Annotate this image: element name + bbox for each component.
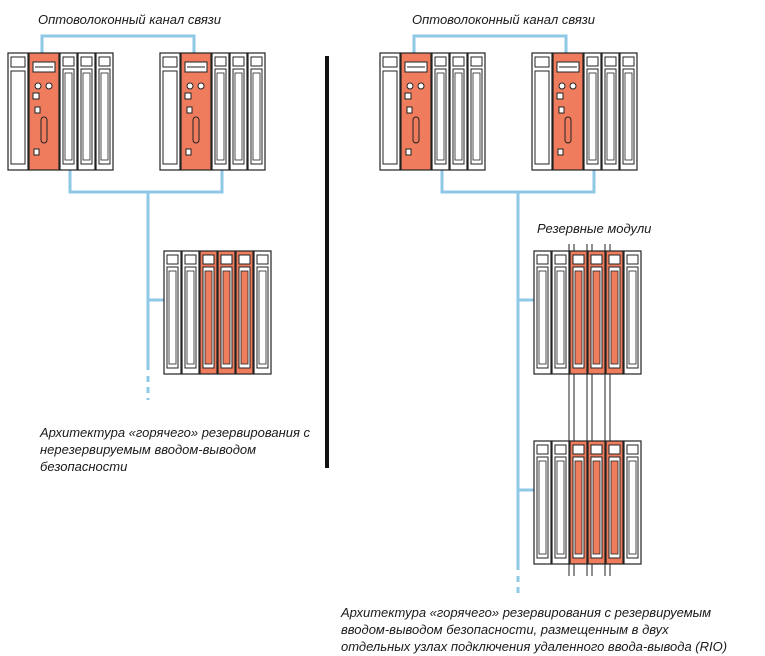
left-safety-io-rack	[163, 250, 272, 375]
io-module	[587, 250, 606, 375]
right-primary-plc-rack	[379, 52, 486, 171]
io-module	[533, 440, 552, 565]
left-primary-plc-rack	[7, 52, 114, 171]
io-module	[619, 52, 638, 171]
left-fiber-link-label: Оптоволоконный канал связи	[38, 12, 222, 27]
right-safety-io-rack-1	[533, 250, 642, 375]
left-standby-plc-rack	[159, 52, 266, 171]
io-module	[533, 250, 552, 375]
io-module	[587, 440, 606, 565]
left-rio-bus-top	[68, 170, 224, 194]
io-module	[623, 250, 642, 375]
left-caption-line: безопасности	[40, 459, 128, 474]
io-module	[569, 440, 588, 565]
io-module	[229, 52, 248, 171]
left-caption-line: Архитектура «горячего» резервирования с	[40, 425, 311, 440]
io-module	[59, 52, 78, 171]
io-module	[217, 250, 236, 375]
right-fiber-link	[412, 34, 568, 53]
cpu-module	[400, 52, 432, 171]
cpu-module	[180, 52, 212, 171]
left-fiber-link	[40, 34, 196, 53]
io-module	[211, 52, 230, 171]
io-module	[605, 250, 624, 375]
io-module	[235, 250, 254, 375]
io-module	[605, 440, 624, 565]
io-module	[623, 440, 642, 565]
io-module	[601, 52, 620, 171]
power-supply-module	[531, 52, 553, 171]
right-rio-bus-top	[440, 170, 596, 194]
io-module	[181, 250, 200, 375]
power-supply-module	[159, 52, 181, 171]
right-fiber-link-label: Оптоволоконный канал связи	[412, 12, 596, 27]
io-module	[77, 52, 96, 171]
io-module	[583, 52, 602, 171]
io-module	[199, 250, 218, 375]
io-module	[551, 250, 570, 375]
io-module	[253, 250, 272, 375]
io-module	[569, 250, 588, 375]
io-module	[247, 52, 266, 171]
right-caption-line: вводом-выводом безопасности, размещенным…	[341, 622, 669, 637]
io-module	[449, 52, 468, 171]
left-caption: Архитектура «горячего» резервирования с …	[40, 424, 310, 475]
io-module	[431, 52, 450, 171]
io-module	[95, 52, 114, 171]
power-supply-module	[7, 52, 29, 171]
right-caption-line: Архитектура «горячего» резервирования с …	[341, 605, 712, 620]
power-supply-module	[379, 52, 401, 171]
right-architecture	[379, 34, 642, 598]
left-architecture	[7, 34, 272, 400]
io-module	[551, 440, 570, 565]
right-standby-plc-rack	[531, 52, 638, 171]
cpu-module	[28, 52, 60, 171]
io-module	[467, 52, 486, 171]
cpu-module	[552, 52, 584, 171]
redundant-modules-label: Резервные модули	[537, 221, 652, 236]
left-caption-line: нерезервируемым вводом-выводом	[40, 442, 257, 457]
right-caption: Архитектура «горячего» резервирования с …	[341, 604, 727, 655]
right-caption-line: отдельных узлах подключения удаленного в…	[341, 639, 728, 654]
right-safety-io-rack-2	[533, 440, 642, 565]
io-module	[163, 250, 182, 375]
